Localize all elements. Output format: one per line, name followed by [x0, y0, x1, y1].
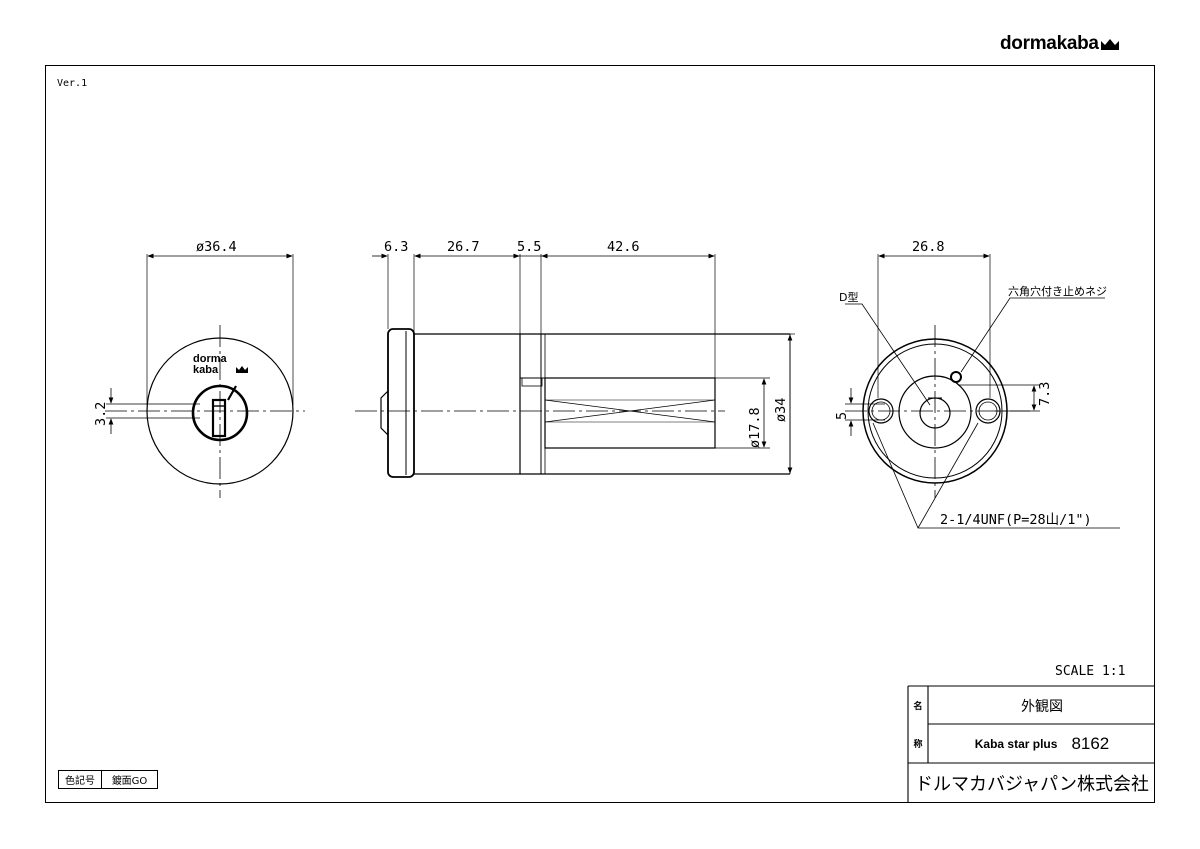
title-block-lines: [907, 685, 1155, 803]
brand-logo: dormakaba: [1000, 33, 1119, 56]
side-flange: [387, 328, 415, 478]
d-type-leader: [845, 303, 931, 406]
d-type-label: D型: [839, 290, 858, 304]
name-label-bottom: 称: [913, 739, 923, 750]
product-name: Kaba star plus: [974, 737, 1058, 751]
side-view: [355, 253, 795, 478]
front-offset-label: 3.2: [93, 402, 109, 426]
back-view: [845, 253, 1120, 529]
set-screw-label: 六角穴付き止めネジ: [1008, 284, 1107, 298]
front-diameter-label: ø36.4: [196, 239, 237, 255]
drawing-frame: [45, 65, 1155, 803]
side-button: [380, 390, 389, 436]
side-dia-outer: ø34: [773, 398, 789, 422]
back-set-screw: [950, 371, 962, 383]
version-label: Ver.1: [57, 78, 88, 89]
front-logo-line2: kaba: [193, 364, 219, 376]
front-keyway: [211, 398, 227, 438]
side-dim-a: 6.3: [384, 239, 408, 255]
set-screw-leader: [960, 297, 1105, 373]
back-width-label: 26.8: [912, 239, 945, 255]
name-label-top: 名: [913, 701, 923, 712]
side-body: [414, 333, 521, 475]
color-code-box: 色記号 鍍面GO: [58, 770, 158, 789]
thread-label: 2-1/4UNF(P=28山/1"): [940, 512, 1092, 528]
back-dim-5: 5: [834, 412, 850, 420]
front-logo-line1: dorma: [193, 353, 228, 365]
brand-name: dormakaba: [1000, 33, 1099, 54]
color-code-label: 色記号: [59, 771, 102, 788]
color-code-value: 鍍面GO: [111, 776, 148, 787]
side-dim-b: 26.7: [447, 239, 480, 255]
model-number: 8162: [1071, 734, 1110, 753]
product-row: Kaba star plus 8162: [929, 726, 1155, 762]
scale-label: SCALE 1:1: [1055, 664, 1126, 679]
side-dim-d: 42.6: [607, 239, 640, 255]
drawing-name: 外観図: [1021, 699, 1063, 715]
front-view: [105, 253, 305, 498]
company-name: ドルマカバジャパン株式会社: [915, 774, 1149, 795]
side-dia-inner: ø17.8: [747, 407, 763, 448]
front-logo-crown-icon: [236, 366, 248, 373]
back-dim-7-3: 7.3: [1037, 382, 1053, 406]
side-tailpiece: [544, 377, 716, 449]
front-plug: [191, 384, 249, 442]
crown-icon: [1100, 34, 1119, 56]
side-dim-c: 5.5: [517, 239, 541, 255]
